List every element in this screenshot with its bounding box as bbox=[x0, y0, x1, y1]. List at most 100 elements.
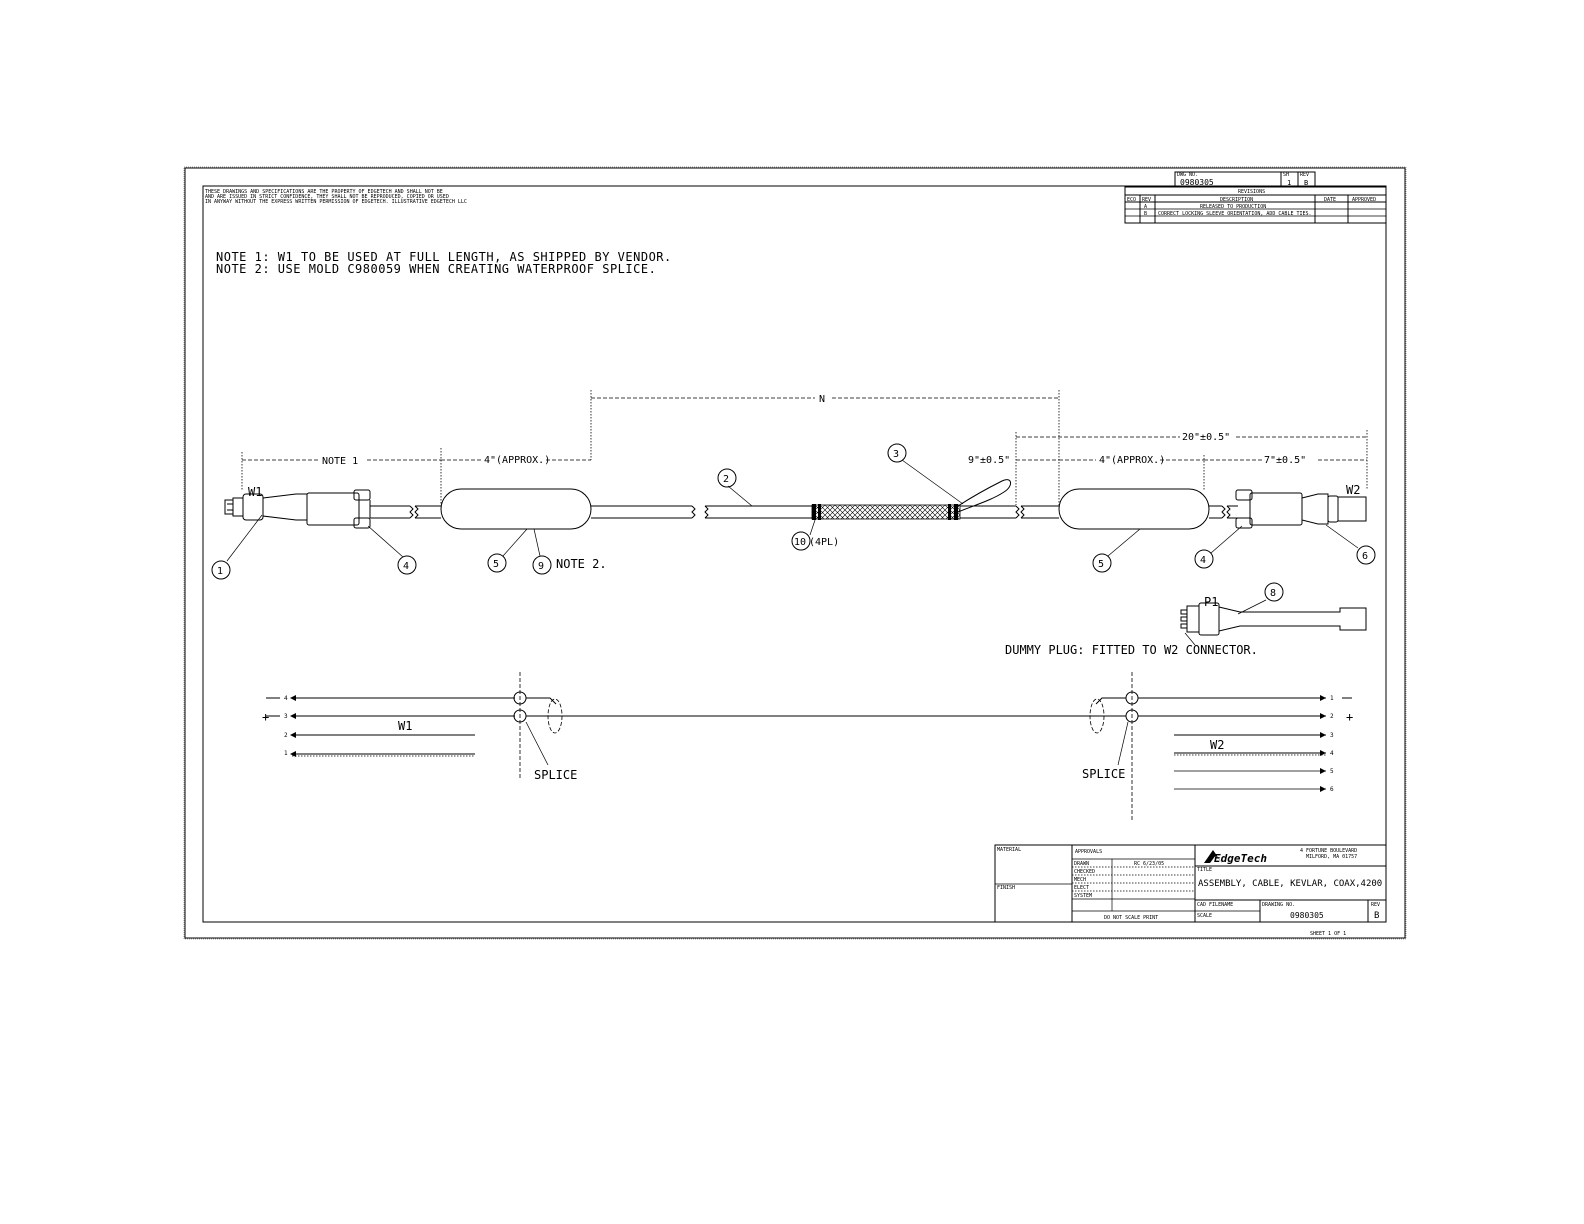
approvals-label: APPROVALS bbox=[1075, 849, 1102, 855]
sh-label: SH bbox=[1283, 172, 1289, 178]
balloon-4-left bbox=[397, 555, 417, 575]
approval-system: SYSTEM bbox=[1074, 893, 1092, 899]
approval-mech: MECH bbox=[1074, 877, 1086, 883]
dwg-no-label: DWG NO. bbox=[1177, 172, 1198, 178]
w2-connector bbox=[1235, 489, 1367, 529]
proprietary-line-2: AND ARE ISSUED IN STRICT CONFIDENCE, THE… bbox=[205, 194, 449, 200]
address-line-1: 4 FORTUNE BOULEVARD bbox=[1300, 848, 1357, 854]
scale-label: SCALE bbox=[1197, 913, 1212, 919]
svg-text:6: 6 bbox=[1330, 786, 1334, 793]
title-rev-value: B bbox=[1374, 911, 1379, 921]
dim-approx-right: 4"(APPROX.) bbox=[1099, 455, 1165, 466]
finish-label: FINISH bbox=[997, 885, 1015, 891]
cad-filename-label: CAD FILENAME bbox=[1197, 902, 1233, 908]
rev-row-b-description: CORRECT LOCKING SLEEVE ORIENTATION, ADD … bbox=[1158, 211, 1312, 217]
svg-text:4: 4 bbox=[284, 695, 288, 702]
svg-text:9: 9 bbox=[538, 561, 544, 572]
label-splice-left: SPLICE bbox=[534, 768, 577, 782]
wiring-schematic: 4 3 2 1 + W1 SPLICE SPLICE bbox=[262, 672, 1353, 820]
note-2: NOTE 2: USE MOLD C980059 WHEN CREATING W… bbox=[216, 262, 656, 276]
rev-row-a-rev: A bbox=[1144, 204, 1147, 210]
svg-text:6: 6 bbox=[1362, 551, 1368, 562]
label-note2-ref: NOTE 2. bbox=[556, 557, 607, 571]
dwg-no-value: 0980305 bbox=[1180, 178, 1214, 187]
rev-header-date: DATE bbox=[1324, 197, 1336, 203]
inner-frame bbox=[202, 185, 1387, 923]
label-4pl: (4PL) bbox=[809, 537, 839, 548]
rev-label-top: REV bbox=[1300, 172, 1309, 178]
label-splice-right: SPLICE bbox=[1082, 767, 1125, 781]
cable-assembly bbox=[224, 479, 1367, 636]
label-plus-right: + bbox=[1346, 710, 1353, 724]
schematic-label-w1: W1 bbox=[398, 719, 412, 733]
svg-text:3: 3 bbox=[284, 713, 288, 720]
label-w1: W1 bbox=[248, 485, 262, 499]
rev-header-approved: APPROVED bbox=[1352, 197, 1376, 203]
svg-text:4: 4 bbox=[1330, 750, 1334, 757]
dim-twenty: 20"±0.5" bbox=[1182, 432, 1230, 443]
dim-note1: NOTE 1 bbox=[322, 456, 358, 467]
rev-row-a-description: RELEASED TO PRODUCTION bbox=[1200, 204, 1266, 210]
item-balloons: 1 2 3 4 4 5 5 6 8 9 10 bbox=[211, 443, 1376, 646]
rev-header-eco: ECO bbox=[1127, 197, 1136, 203]
svg-text:5: 5 bbox=[1330, 768, 1334, 775]
label-dummy-plug: DUMMY PLUG: FITTED TO W2 CONNECTOR. bbox=[1005, 643, 1258, 657]
revisions-title: REVISIONS bbox=[1238, 189, 1265, 195]
svg-text:3: 3 bbox=[1330, 732, 1334, 739]
title-rev-label: REV bbox=[1371, 902, 1380, 908]
proprietary-line-1: THESE DRAWINGS AND SPECIFICATIONS ARE TH… bbox=[205, 189, 443, 195]
balloon-4-right bbox=[1194, 549, 1214, 569]
approval-elect: ELECT bbox=[1074, 885, 1089, 891]
dim-nine: 9"±0.5" bbox=[968, 455, 1010, 466]
dim-seven: 7"±0.5" bbox=[1264, 455, 1306, 466]
balloon-9 bbox=[532, 555, 552, 575]
proprietary-line-3: IN ANYWAY WITHOUT THE EXPRESS WRITTEN PE… bbox=[205, 199, 467, 205]
dimension-lines: N NOTE 1 4"(APPROX.) 9"±0.5" 4"(APPROX.)… bbox=[241, 390, 1368, 505]
svg-text:2: 2 bbox=[723, 474, 729, 485]
balloon-1 bbox=[211, 560, 231, 580]
revisions-table: REVISIONS ECO REV DESCRIPTION DATE APPRO… bbox=[1124, 186, 1387, 224]
rev-header-rev: REV bbox=[1142, 197, 1151, 203]
drawn-by: RC 6/23/05 bbox=[1134, 861, 1164, 867]
label-w2: W2 bbox=[1346, 483, 1360, 497]
rev-header-description: DESCRIPTION bbox=[1220, 197, 1253, 203]
sheet-number: SHEET 1 OF 1 bbox=[1310, 931, 1346, 937]
balloon-5-left bbox=[487, 553, 507, 573]
svg-text:1: 1 bbox=[284, 750, 288, 757]
rev-row-b-rev: B bbox=[1144, 211, 1147, 217]
title-block: MATERIAL FINISH APPROVALS DRAWN CHECKED … bbox=[994, 844, 1387, 937]
do-not-scale: DO NOT SCALE PRINT bbox=[1104, 915, 1158, 921]
svg-text:2: 2 bbox=[1330, 713, 1334, 720]
svg-text:2: 2 bbox=[284, 732, 288, 739]
grip-loop bbox=[957, 479, 1011, 513]
drawing-no-label: DRAWING NO. bbox=[1262, 902, 1295, 908]
balloon-8 bbox=[1264, 582, 1284, 602]
svg-text:4: 4 bbox=[1200, 555, 1206, 566]
balloon-5-right bbox=[1092, 553, 1112, 573]
svg-text:3: 3 bbox=[893, 449, 899, 460]
rev-value-top: B bbox=[1304, 179, 1308, 187]
splice-mold-left bbox=[440, 488, 592, 530]
schematic-label-w2: W2 bbox=[1210, 738, 1224, 752]
drawing-title: ASSEMBLY, CABLE, KEVLAR, COAX,4200 bbox=[1198, 879, 1382, 889]
dim-n: N bbox=[819, 394, 825, 405]
balloon-3 bbox=[887, 443, 907, 463]
balloon-10 bbox=[791, 531, 811, 551]
title-label: TITLE bbox=[1197, 867, 1212, 873]
approval-checked: CHECKED bbox=[1074, 869, 1095, 875]
svg-text:10: 10 bbox=[794, 537, 806, 548]
svg-text:1: 1 bbox=[217, 566, 223, 577]
dummy-plug bbox=[1180, 602, 1367, 636]
sh-value: 1 bbox=[1287, 179, 1291, 187]
label-plus-left: + bbox=[262, 710, 269, 724]
proprietary-notice: THESE DRAWINGS AND SPECIFICATIONS ARE TH… bbox=[205, 189, 467, 205]
kevlar-braid bbox=[811, 504, 961, 520]
address-line-2: MILFORD, MA 01757 bbox=[1306, 854, 1357, 860]
material-label: MATERIAL bbox=[997, 847, 1021, 853]
drawing-no-value: 0980305 bbox=[1290, 911, 1324, 920]
svg-text:5: 5 bbox=[493, 559, 499, 570]
dim-approx-left: 4"(APPROX.) bbox=[484, 455, 550, 466]
balloon-2 bbox=[717, 468, 737, 488]
balloon-6 bbox=[1356, 545, 1376, 565]
